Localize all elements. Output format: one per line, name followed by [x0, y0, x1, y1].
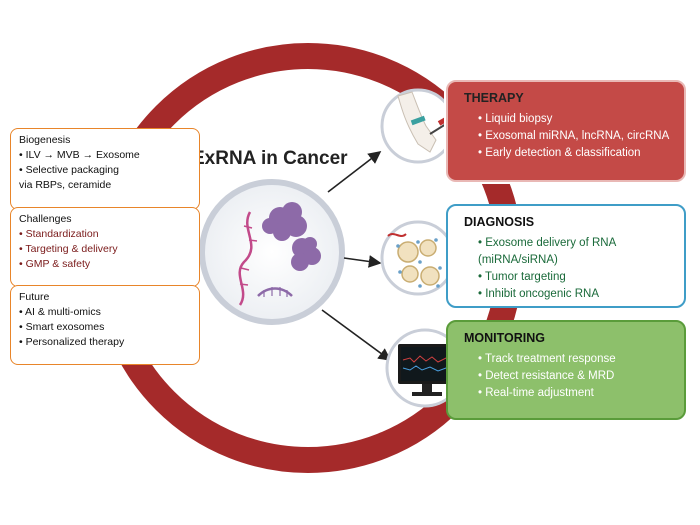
therapy-item: • Liquid biopsy: [478, 113, 553, 125]
therapy-item: • Early detection & classification: [478, 147, 641, 159]
syringe-arm-icon: [397, 91, 451, 153]
diagnosis-item: • Inhibit oncogenic RNA: [478, 288, 600, 300]
future-box: Future • AI & multi-omics • Smart exosom…: [10, 285, 200, 365]
biogenesis-item: via RBPs, ceramide: [19, 179, 112, 191]
arrow-diagnosis: [343, 255, 382, 268]
challenges-item: • Standardization: [19, 228, 99, 240]
biogenesis-box: Biogenesis • ILV → MVB → Exosome • Selec…: [10, 128, 200, 210]
exosome-icon: [387, 233, 442, 288]
diagnosis-item: (miRNA/siRNA): [478, 254, 558, 266]
challenges-title: Challenges: [19, 213, 72, 225]
future-item: • Personalized therapy: [19, 336, 125, 348]
biogenesis-item: • Selective packaging: [19, 164, 119, 176]
future-item: • Smart exosomes: [19, 321, 105, 333]
exosome-circle: [199, 179, 345, 325]
arrow-therapy: [327, 151, 382, 193]
therapy-panel: THERAPY • Liquid biopsy • Exosomal miRNA…: [446, 80, 686, 182]
challenges-item: • Targeting & delivery: [19, 243, 118, 255]
monitoring-item: • Real-time adjustment: [478, 387, 594, 399]
monitoring-title: MONITORING: [464, 331, 546, 345]
monitoring-item: • Track treatment response: [478, 353, 616, 365]
arrow-monitoring: [321, 309, 392, 361]
biogenesis-item: • ILV → MVB → Exosome: [19, 149, 140, 161]
future-title: Future: [19, 291, 50, 303]
biogenesis-title: Biogenesis: [19, 134, 71, 146]
diagnosis-item: • Exosome delivery of RNA: [478, 237, 617, 249]
diagram-title: ExRNA in Cancer: [192, 148, 348, 169]
diagnosis-title: DIAGNOSIS: [464, 215, 535, 229]
monitor-icon: [398, 344, 456, 396]
future-item: • AI & multi-omics: [19, 306, 101, 318]
monitoring-panel: MONITORING • Track treatment response • …: [446, 320, 686, 420]
diagnosis-icon-circle: [380, 220, 456, 296]
challenges-box: Challenges • Standardization • Targeting…: [10, 207, 200, 287]
monitoring-item: • Detect resistance & MRD: [478, 370, 615, 382]
diagnosis-item: • Tumor targeting: [478, 271, 566, 283]
protein-cluster-icon: [262, 202, 321, 271]
diagnosis-panel: DIAGNOSIS • Exosome delivery of RNA (miR…: [446, 204, 686, 308]
rna-hairpin-icon: [257, 287, 293, 297]
therapy-item: • Exosomal miRNA, lncRNA, circRNA: [478, 130, 670, 142]
therapy-title: THERAPY: [464, 91, 524, 105]
challenges-item: • GMP & safety: [19, 258, 91, 270]
